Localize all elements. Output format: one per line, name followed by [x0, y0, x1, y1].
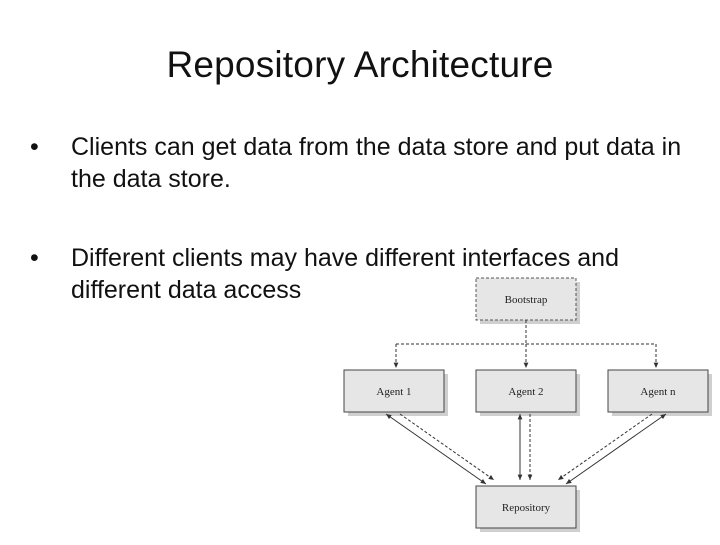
repository-architecture-diagram: Bootstrap Agent 1 Agent 2 Agent n Reposi… — [310, 268, 720, 540]
diagram-canvas: Bootstrap Agent 1 Agent 2 Agent n Reposi… — [343, 277, 712, 532]
agent-1-box — [343, 369, 445, 413]
bullet-text: Different clients may have different int… — [71, 244, 619, 304]
slide-title: Repository Architecture — [166, 44, 554, 85]
agent-2-label: Agent 2 — [508, 386, 543, 398]
agent-1-label: Agent 1 — [376, 386, 411, 398]
bullet-item: • Clients can get data from the data sto… — [30, 131, 700, 195]
repository-label: Repository — [502, 502, 551, 514]
bullet-item: • Different clients may have different i… — [30, 242, 700, 306]
agent-repository-link — [399, 413, 495, 481]
bullet-text: Clients can get data from the data store… — [71, 133, 682, 193]
agent-2-box — [475, 369, 577, 413]
agent-repository-link — [565, 413, 667, 485]
bullet-marker: • — [30, 244, 39, 272]
agent-n-label: Agent n — [640, 386, 676, 398]
repository-box — [475, 485, 577, 529]
bullet-marker: • — [30, 133, 39, 161]
bootstrap-label: Bootstrap — [505, 294, 548, 306]
agent-n-box — [607, 369, 709, 413]
agent-repository-link — [557, 413, 653, 481]
agent-repository-link — [385, 413, 487, 485]
